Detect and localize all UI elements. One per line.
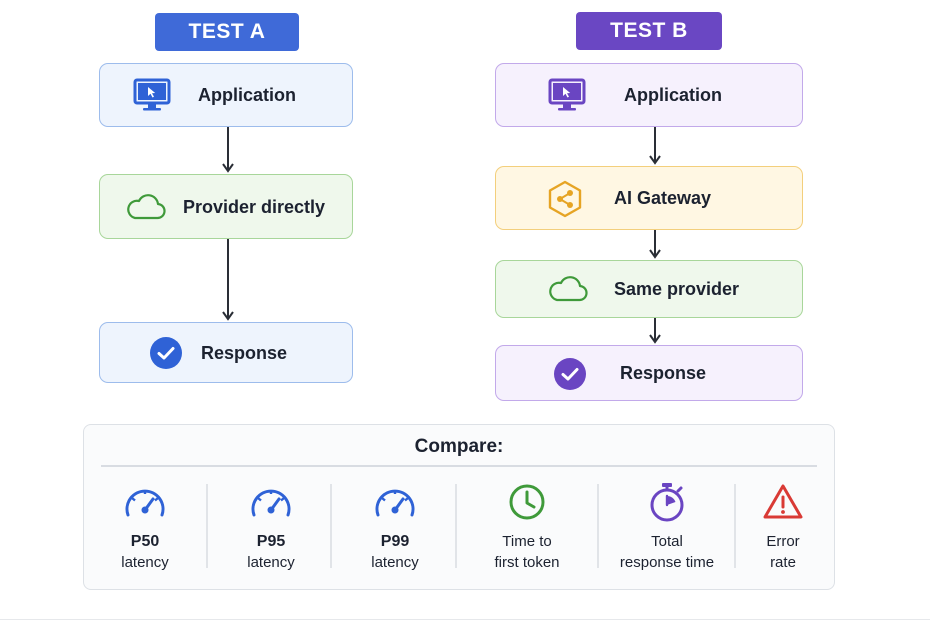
node-label: AI Gateway [614, 188, 712, 208]
warning-icon [758, 481, 808, 523]
metric-line2: latency [247, 554, 295, 571]
clock-icon [502, 481, 552, 523]
metric-line1: P50 [130, 533, 160, 550]
speedometer-icon [120, 481, 170, 523]
check-circle-icon [149, 336, 183, 370]
node-label: Application [198, 85, 296, 105]
test-a-provider-node: Provider directly [99, 174, 353, 239]
metric-p50-latency: P50 latency [106, 481, 184, 577]
node-label: Application [624, 85, 722, 105]
monitor-icon [548, 77, 586, 113]
test-b-provider-node: Same provider [495, 260, 803, 318]
divider [206, 484, 208, 568]
divider [597, 484, 599, 568]
cloud-icon [546, 273, 590, 305]
metric-p95-latency: P95 latency [232, 481, 310, 577]
cloud-icon [124, 191, 168, 223]
divider [734, 484, 736, 568]
metric-line1: P95 [256, 533, 286, 550]
node-label: Response [201, 343, 288, 363]
metric-line2: response time [619, 554, 715, 571]
test-a-label: TEST A [155, 13, 299, 51]
check-circle-icon [553, 357, 587, 391]
arrow-down-icon [222, 239, 234, 321]
speedometer-icon [246, 481, 296, 523]
arrow-down-icon [649, 127, 661, 165]
stopwatch-icon [642, 481, 692, 523]
test-b-response-node: Response [495, 345, 803, 401]
metric-line1: Error [766, 533, 800, 550]
metric-line2: rate [770, 554, 796, 571]
speedometer-icon [370, 481, 420, 523]
test-b-ai-gateway-node: AI Gateway [495, 166, 803, 230]
metric-line1: P99 [380, 533, 410, 550]
arrow-down-icon [649, 230, 661, 259]
divider [330, 484, 332, 568]
node-label: Response [620, 363, 707, 383]
metric-p99-latency: P99 latency [356, 481, 434, 577]
metric-line1: Time to [502, 533, 552, 550]
arrow-down-icon [222, 127, 234, 173]
metric-line2: first token [494, 554, 560, 571]
metric-line2: latency [371, 554, 419, 571]
test-b-application-node: Application [495, 63, 803, 127]
test-a-response-node: Response [99, 322, 353, 383]
test-b-label: TEST B [576, 12, 722, 50]
metric-line2: latency [121, 554, 169, 571]
metric-error-rate: Error rate [747, 481, 819, 577]
gateway-hexagon-icon [547, 180, 583, 218]
monitor-icon [133, 77, 171, 113]
compare-title: Compare: [414, 436, 504, 457]
test-a-application-node: Application [99, 63, 353, 127]
metric-line1: Total [651, 533, 683, 550]
node-label: Same provider [614, 279, 740, 299]
divider [101, 465, 817, 467]
compare-panel: Compare: P50 latency [83, 424, 835, 590]
node-label: Provider directly [183, 197, 326, 217]
divider [455, 484, 457, 568]
arrow-down-icon [649, 318, 661, 344]
metric-total-response-time: Total response time [608, 481, 726, 577]
divider [0, 619, 930, 620]
metric-time-to-first-token: Time to first token [474, 481, 580, 577]
